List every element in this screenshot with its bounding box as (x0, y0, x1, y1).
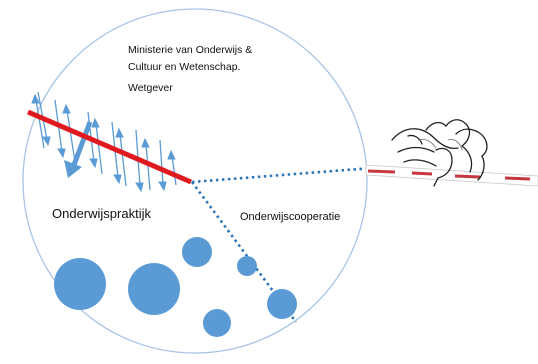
main-circle (22, 8, 368, 354)
ministry-label-line1: Ministerie van Onderwijs & (128, 44, 253, 56)
bubble (54, 258, 106, 310)
arrows-group (31, 91, 177, 193)
bubbles-group (54, 237, 297, 337)
barrier-line (27, 109, 192, 185)
bubble (203, 309, 231, 337)
dotted-line-to-hand (191, 166, 373, 184)
bubble (128, 263, 180, 315)
bubble (237, 256, 257, 276)
bubble (267, 289, 297, 319)
hand-with-stick-image (365, 119, 538, 187)
ministry-label: Ministerie van Onderwijs & Cultuur en We… (128, 42, 252, 76)
ministry-label-line2: Cultuur en Wetenschap. (128, 61, 241, 73)
onderwijscooperatie-label: Onderwijscooperatie (240, 211, 341, 223)
bubble (182, 237, 212, 267)
wetgever-label: Wetgever (128, 82, 173, 94)
onderwijspraktijk-label: Onderwijspraktijk (52, 206, 151, 221)
